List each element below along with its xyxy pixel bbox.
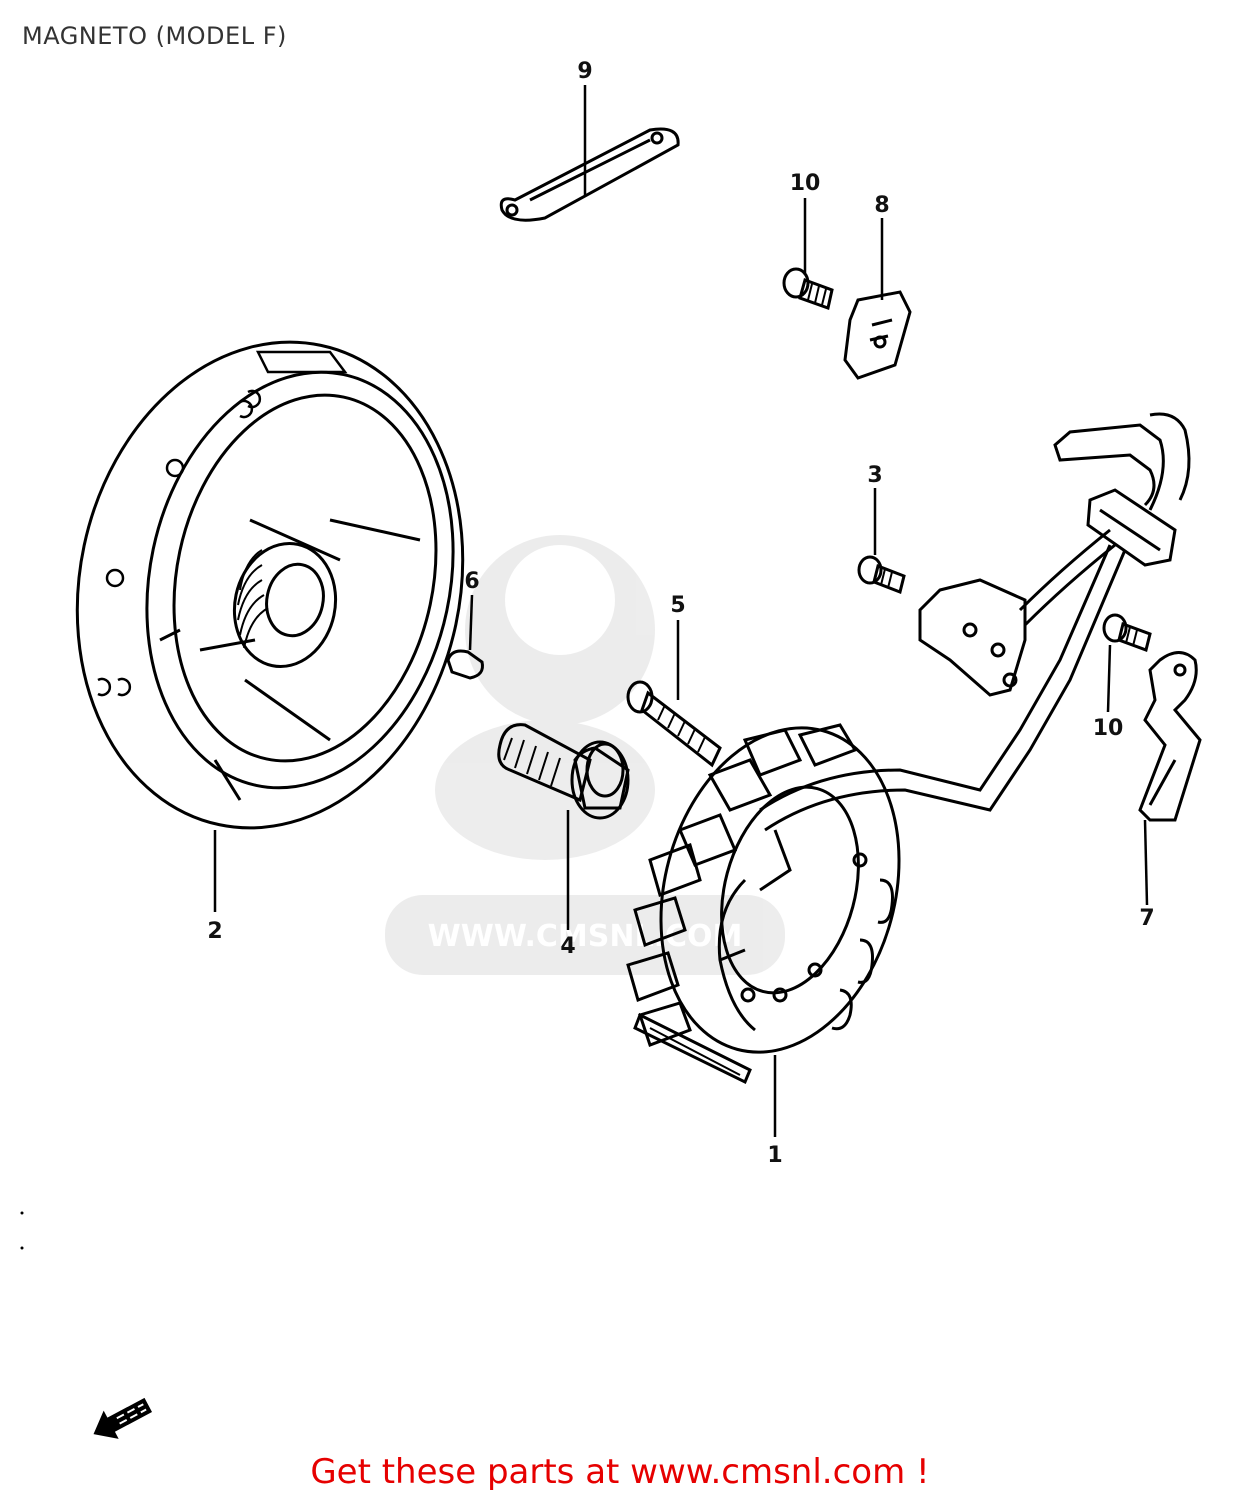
callout-label: 3 xyxy=(867,463,882,488)
part-screw-5 xyxy=(626,680,722,768)
callout-label: 9 xyxy=(577,59,592,84)
part-rotor xyxy=(75,340,465,830)
callout-label: 4 xyxy=(560,934,575,959)
part-pickup-coil xyxy=(918,528,1116,697)
front-direction-arrow-icon xyxy=(93,1397,153,1439)
part-grommet-cable xyxy=(1053,412,1191,567)
leader-lines xyxy=(213,85,1149,1137)
footer-link[interactable]: Get these parts at www.cmsnl.com ! xyxy=(310,1452,930,1492)
part-lead-guide xyxy=(499,127,680,222)
part-bracket xyxy=(1138,651,1202,822)
part-stator-lead xyxy=(759,544,1127,832)
callout-label: 1 xyxy=(767,1143,782,1168)
callout-label: 8 xyxy=(874,193,889,218)
part-bolt xyxy=(497,723,630,820)
part-key xyxy=(446,649,484,680)
part-screw-top xyxy=(782,267,834,310)
part-screw-right xyxy=(1102,613,1152,652)
callout-label: 10 xyxy=(790,171,821,196)
callout-label: 2 xyxy=(207,919,222,944)
callout-labels: 9 10 8 3 6 5 10 2 4 1 7 xyxy=(207,59,1154,1168)
watermark-text: WWW.CMSNL.COM xyxy=(428,919,743,954)
page-title: MAGNETO (MODEL F) xyxy=(22,22,287,50)
part-stator xyxy=(626,723,901,1085)
stray-dot xyxy=(20,1246,24,1250)
stray-dot xyxy=(20,1211,24,1215)
callout-label: 10 xyxy=(1093,716,1124,741)
part-screw-3 xyxy=(857,555,906,595)
part-clamp xyxy=(843,290,912,380)
watermark: WWW.CMSNL.COM xyxy=(385,535,785,975)
callout-label: 5 xyxy=(670,593,685,618)
callout-label: 6 xyxy=(464,569,479,594)
callout-label: 7 xyxy=(1139,906,1154,931)
